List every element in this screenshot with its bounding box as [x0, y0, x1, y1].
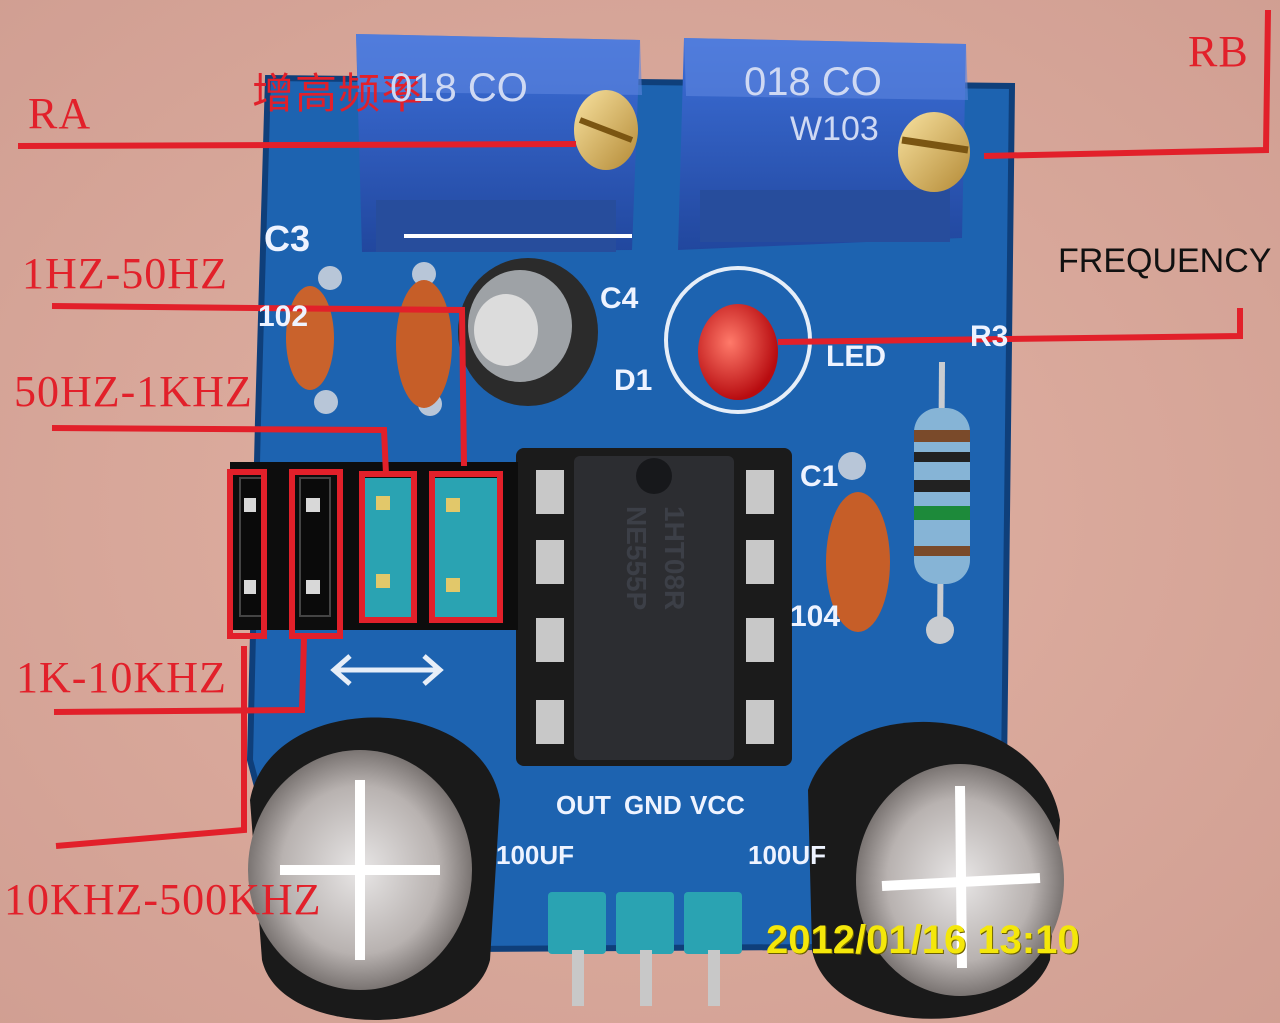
- silk-c3-value: 102: [258, 300, 309, 333]
- screw-right[interactable]: [898, 112, 970, 192]
- silk-led: LED: [826, 340, 886, 373]
- pot-left-marking: 018 CO: [390, 66, 528, 110]
- label-range-4: 10KHZ-500KHZ: [4, 875, 322, 924]
- silk-vcc: VCC: [690, 790, 745, 820]
- silk-cap-left: 100UF: [496, 840, 575, 870]
- label-rb: RB: [1188, 27, 1249, 76]
- capacitor-large-right: [808, 721, 1064, 1019]
- pot-right-code: W103: [790, 110, 879, 148]
- capacitor-c1: [826, 452, 890, 632]
- silk-gnd: GND: [624, 790, 682, 820]
- label-range-1: 1HZ-50HZ: [22, 249, 228, 298]
- silk-c3: C3: [264, 218, 311, 259]
- silk-r3: R3: [970, 320, 1009, 353]
- ne555-chip: [574, 456, 734, 760]
- pot-right-marking: 018 CO: [744, 60, 882, 104]
- direction-arrow: [330, 654, 444, 686]
- potentiometer-right[interactable]: [678, 38, 968, 250]
- annotation-lines: [17, 9, 1271, 849]
- label-range-3: 1K-10KHZ: [16, 653, 227, 702]
- output-header[interactable]: [548, 892, 742, 1006]
- jumper-header[interactable]: [230, 462, 518, 630]
- screw-left[interactable]: [574, 90, 638, 170]
- silk-out: OUT: [556, 790, 611, 820]
- capacitor-c4: [458, 258, 598, 406]
- label-frequency: FREQUENCY: [1058, 242, 1272, 280]
- silk-c4: C4: [600, 282, 639, 315]
- label-ra-note: 增高频率: [252, 72, 425, 118]
- photo-timestamp: 2012/01/16 13:10: [766, 918, 1080, 962]
- silk-cap-right: 100UF: [748, 840, 827, 870]
- silk-c1: C1: [800, 460, 839, 493]
- capacitor-large-left: [248, 717, 500, 1020]
- jumper-highlights: [227, 469, 503, 639]
- chip-marking-line2: NE555P: [621, 506, 652, 611]
- label-range-2: 50HZ-1KHZ: [14, 367, 253, 416]
- chip-marking-line1: 1HT08R: [659, 506, 690, 611]
- silk-c1-value: 104: [790, 600, 841, 633]
- label-ra: RA: [28, 89, 92, 138]
- capacitor-c3: [286, 266, 342, 414]
- resistor-r3: [914, 361, 970, 644]
- silk-d1: D1: [614, 364, 653, 397]
